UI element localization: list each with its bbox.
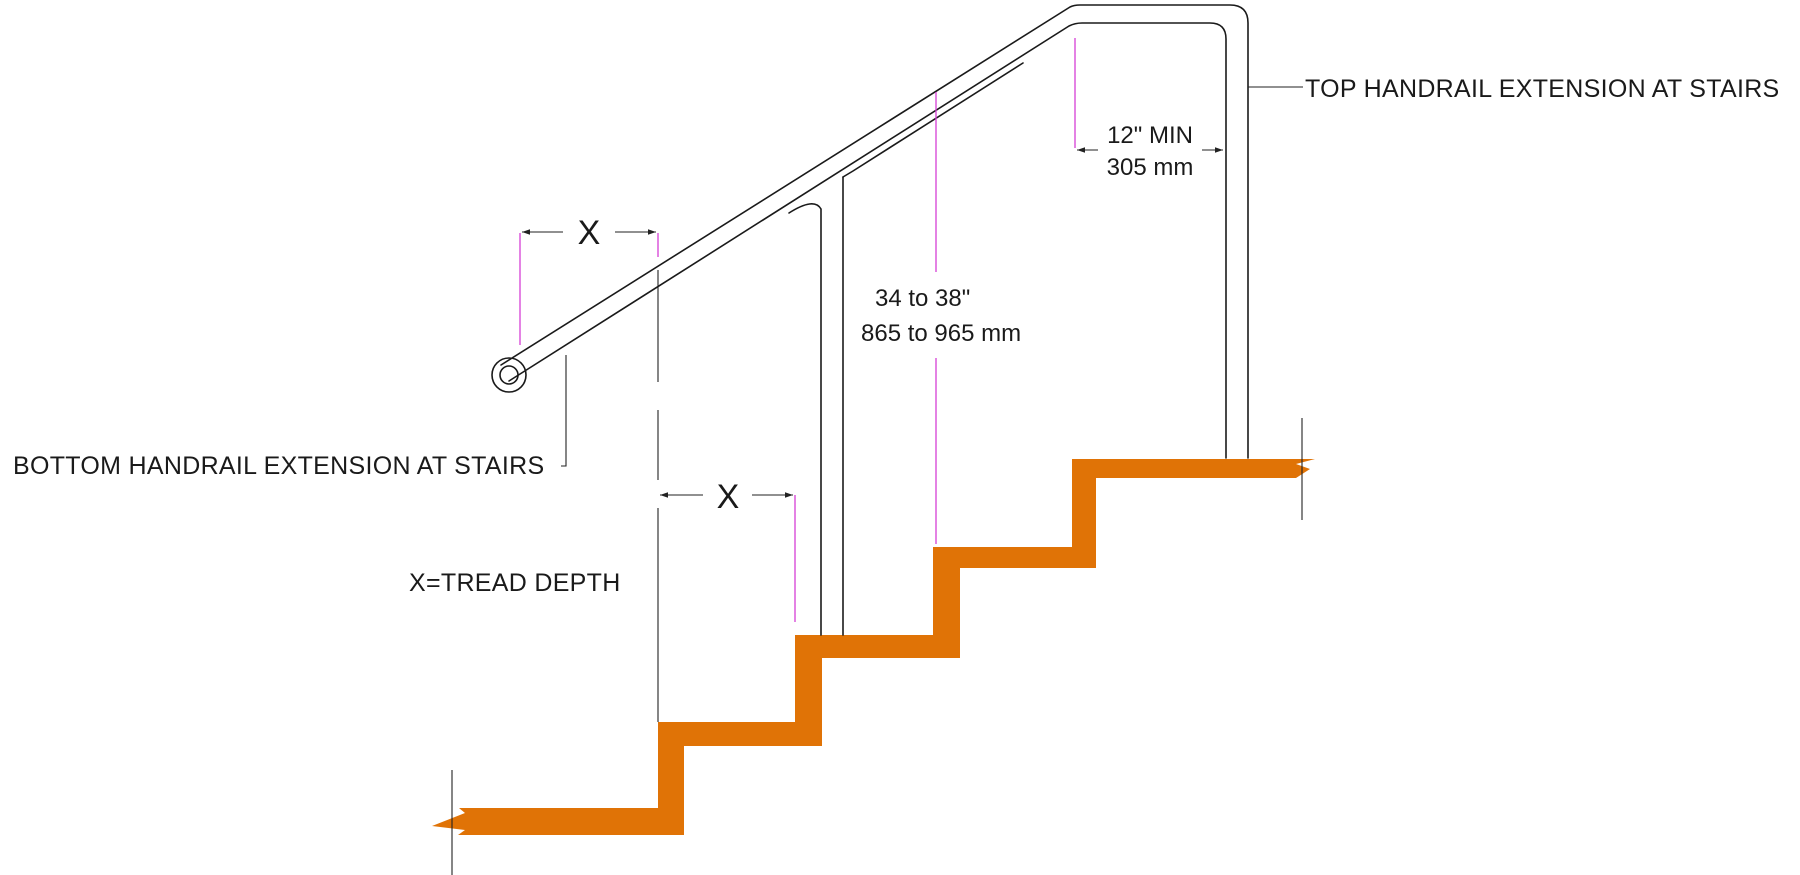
top-extension-label: TOP HANDRAIL EXTENSION AT STAIRS	[1305, 75, 1780, 103]
x-lower-label: X	[717, 478, 740, 516]
min-extension-inches: 12" MIN	[1107, 122, 1193, 149]
bottom-extension-label: BOTTOM HANDRAIL EXTENSION AT STAIRS	[13, 452, 544, 480]
tread-depth-note: X=TREAD DEPTH	[409, 569, 621, 597]
height-range-mm: 865 to 965 mm	[861, 320, 1021, 347]
handrail-post-front	[788, 203, 822, 636]
handrail-post-back-right	[842, 62, 1024, 178]
handrail-end-inner	[499, 365, 519, 385]
handrail-inner-line	[508, 22, 1227, 459]
stair-profile	[432, 459, 1315, 835]
height-range-inches: 34 to 38"	[875, 285, 970, 312]
handrail-end-outer	[491, 357, 527, 393]
handrail-outer-line	[500, 4, 1249, 459]
min-extension-mm: 305 mm	[1107, 154, 1194, 181]
x-upper-label: X	[578, 214, 601, 252]
bottom-extension-leader	[561, 355, 567, 467]
